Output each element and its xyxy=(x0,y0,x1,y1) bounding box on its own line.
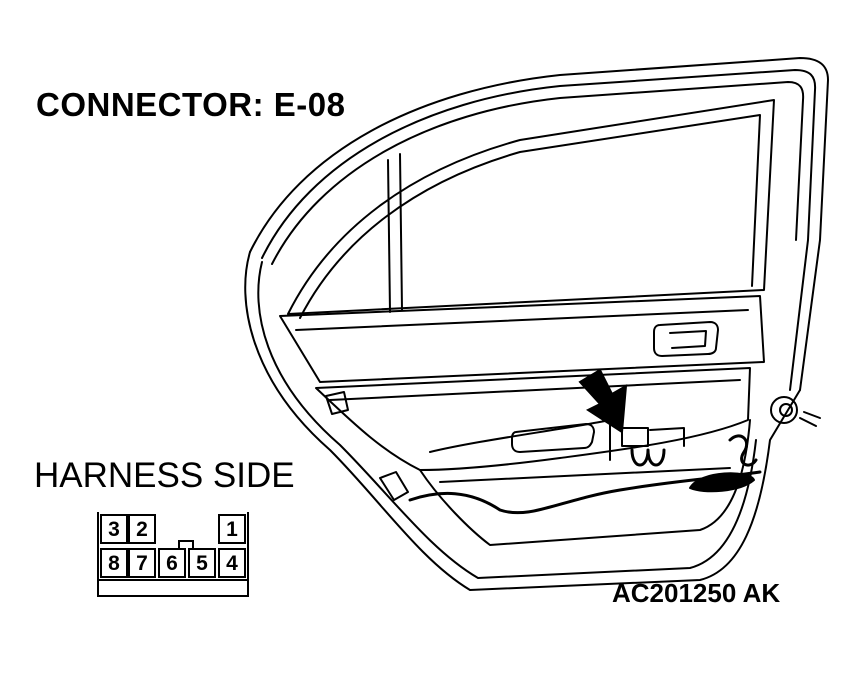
pin-4: 4 xyxy=(218,548,246,578)
pin-6: 6 xyxy=(158,548,186,578)
pin-2: 2 xyxy=(128,514,156,544)
pin-5: 5 xyxy=(188,548,216,578)
pin-3: 3 xyxy=(100,514,128,544)
location-arrow-icon xyxy=(578,368,628,434)
pin-8: 8 xyxy=(100,548,128,578)
pin-7: 7 xyxy=(128,548,156,578)
connector-pin-diagram: 3 2 1 8 7 6 5 4 xyxy=(96,510,256,600)
connector-title: CONNECTOR: E-08 xyxy=(36,86,346,123)
harness-side-label: HARNESS SIDE xyxy=(34,456,295,495)
connector-housing xyxy=(97,512,249,597)
pin-1: 1 xyxy=(218,514,246,544)
connector-latch xyxy=(178,540,194,548)
